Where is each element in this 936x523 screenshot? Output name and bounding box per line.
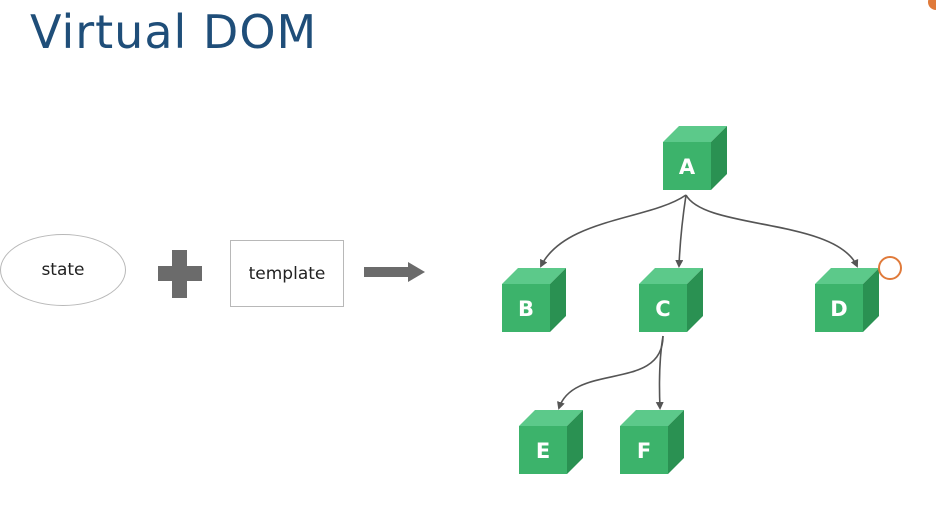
node-label: D — [830, 297, 847, 321]
node-label: E — [536, 439, 550, 463]
edge-c-e — [557, 335, 664, 410]
cube-front-face — [815, 284, 863, 332]
cube-side-face — [863, 268, 879, 332]
cube-side-face — [550, 268, 566, 332]
cube-front-face — [663, 142, 711, 190]
cube-side-face — [687, 268, 703, 332]
state-label: state — [41, 260, 85, 280]
node-label: B — [518, 297, 534, 321]
plus-icon — [158, 250, 202, 298]
cube-top-face — [620, 410, 684, 426]
node-label: F — [637, 439, 651, 463]
cube-side-face — [668, 410, 684, 474]
tree-node-c: C — [639, 268, 703, 332]
cube-front-face — [519, 426, 567, 474]
cube-top-face — [502, 268, 566, 284]
template-box: template — [230, 240, 344, 307]
tree-node-e: E — [519, 410, 583, 474]
cube-top-face — [639, 268, 703, 284]
slide-title: Virtual DOM — [30, 5, 318, 59]
state-ellipse: state — [0, 234, 126, 306]
edge-a-c — [675, 194, 687, 268]
node-label: C — [655, 297, 670, 321]
cube-front-face — [620, 426, 668, 474]
corner-marker-icon — [928, 0, 936, 10]
tree-node-d: D — [815, 268, 879, 332]
template-label: template — [248, 263, 326, 284]
cube-top-face — [815, 268, 879, 284]
tree-node-a: A — [663, 126, 727, 190]
arrow-right-icon — [364, 262, 426, 282]
cube-side-face — [567, 410, 583, 474]
edge-a-b — [540, 194, 687, 268]
highlight-circle — [878, 256, 902, 280]
cube-top-face — [663, 126, 727, 142]
tree-node-b: B — [502, 268, 566, 332]
cube-front-face — [639, 284, 687, 332]
edge-c-f — [655, 335, 664, 410]
edge-a-d — [685, 194, 859, 268]
cube-side-face — [711, 126, 727, 190]
node-label: A — [679, 155, 696, 179]
tree-node-f: F — [620, 410, 684, 474]
cube-top-face — [519, 410, 583, 426]
cube-front-face — [502, 284, 550, 332]
